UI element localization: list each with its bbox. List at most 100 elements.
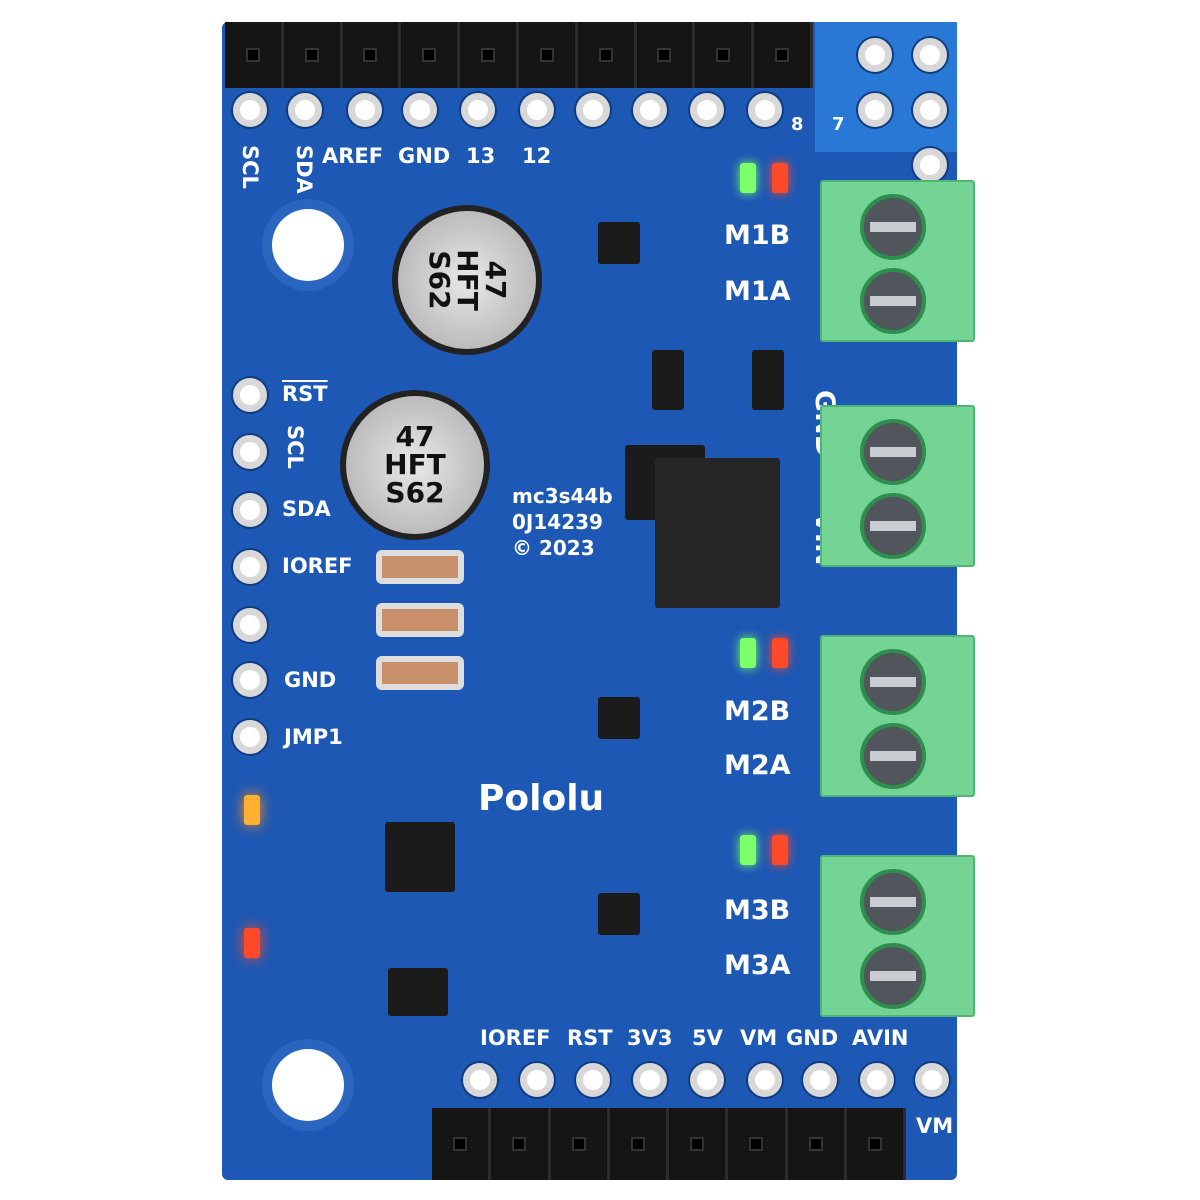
- capacitor-text: S62: [423, 250, 456, 310]
- pin-hole: [403, 93, 437, 127]
- pin-hole: [233, 608, 267, 642]
- pin-label: 13: [466, 144, 496, 168]
- terminal-block-m1: [820, 180, 975, 342]
- pin-label: 3V3: [627, 1026, 673, 1050]
- mosfet: [652, 350, 684, 410]
- pin-hole: [858, 38, 892, 72]
- chip-marking: mc3s44b 0J14239 © 2023: [512, 483, 613, 561]
- pin-hole: [520, 93, 554, 127]
- regulator: [388, 968, 448, 1016]
- pin-label: SDA: [292, 145, 316, 194]
- motor-label: M3A: [724, 950, 791, 981]
- pin-hole: [860, 1063, 894, 1097]
- capacitor-text: S62: [385, 476, 445, 509]
- pin-hole: [633, 1063, 667, 1097]
- pin-hole: [913, 93, 947, 127]
- pin-hole: [233, 550, 267, 584]
- pin-label: JMP1: [284, 725, 343, 749]
- capacitor-text: HFT: [451, 249, 484, 311]
- mounting-hole: [272, 1049, 344, 1121]
- pin-label: 12: [522, 144, 552, 168]
- pin-hole: [858, 93, 892, 127]
- orange-led: [244, 795, 260, 825]
- pin-hole: [913, 38, 947, 72]
- screw-icon[interactable]: [860, 268, 926, 334]
- pin-hole: [690, 93, 724, 127]
- pin-hole: [233, 435, 267, 469]
- motor-label: M2A: [724, 750, 791, 781]
- pin-label: AVIN: [852, 1026, 909, 1050]
- serial-number: 0J14239: [512, 510, 603, 534]
- pin-hole: [748, 93, 782, 127]
- motor-label: M2B: [724, 696, 791, 727]
- mosfet: [752, 350, 784, 410]
- inductor: [376, 550, 464, 584]
- pin-label: IOREF: [282, 554, 353, 578]
- capacitor-text: 47: [395, 420, 435, 453]
- pololu-logo: Pololu: [478, 778, 605, 819]
- capacitor: 47 HFT S62: [392, 205, 542, 355]
- red-led: [244, 928, 260, 958]
- pin-hole: [915, 1063, 949, 1097]
- pin-hole: [288, 93, 322, 127]
- pin-hole: [633, 93, 667, 127]
- pin-label: 7: [832, 114, 845, 135]
- inductor: [376, 656, 464, 690]
- red-led: [772, 835, 788, 865]
- motor-label: M3B: [724, 895, 791, 926]
- pin-label: RST: [282, 382, 328, 406]
- pin-hole: [348, 93, 382, 127]
- driver-chip: [598, 893, 640, 935]
- pin-hole: [576, 93, 610, 127]
- copyright: © 2023: [512, 536, 595, 560]
- capacitor-text: HFT: [384, 448, 446, 481]
- driver-chip: [598, 222, 640, 264]
- terminal-block-power: [820, 405, 975, 567]
- controller-chip: [385, 822, 455, 892]
- bottom-header: [432, 1108, 906, 1180]
- inductor: [376, 603, 464, 637]
- screw-icon[interactable]: [860, 649, 926, 715]
- pin-hole: [233, 720, 267, 754]
- pin-hole: [803, 1063, 837, 1097]
- pin-hole: [233, 493, 267, 527]
- pin-label: IOREF: [480, 1026, 551, 1050]
- screw-icon[interactable]: [860, 194, 926, 260]
- pin-hole: [913, 148, 947, 182]
- screw-icon[interactable]: [860, 419, 926, 485]
- pin-label: VM: [740, 1026, 778, 1050]
- red-led: [772, 638, 788, 668]
- screw-icon[interactable]: [860, 943, 926, 1009]
- driver-chip: [598, 697, 640, 739]
- pin-label: 5V: [692, 1026, 723, 1050]
- pin-hole: [461, 93, 495, 127]
- screw-icon[interactable]: [860, 869, 926, 935]
- mosfet: [655, 458, 780, 608]
- green-led: [740, 835, 756, 865]
- motor-label: M1B: [724, 220, 791, 251]
- screw-icon[interactable]: [860, 723, 926, 789]
- pin-hole: [748, 1063, 782, 1097]
- mounting-hole: [272, 209, 344, 281]
- pin-hole: [233, 378, 267, 412]
- pin-hole: [463, 1063, 497, 1097]
- terminal-block-m3: [820, 855, 975, 1017]
- pin-label: GND: [284, 668, 337, 692]
- capacitor: 47 HFT S62: [340, 390, 490, 540]
- terminal-block-m2: [820, 635, 975, 797]
- capacitor-text: 47: [479, 260, 512, 300]
- pin-label: GND: [786, 1026, 839, 1050]
- top-header: [225, 22, 813, 88]
- screw-icon[interactable]: [860, 493, 926, 559]
- pin-hole: [233, 663, 267, 697]
- green-led: [740, 638, 756, 668]
- part-number: mc3s44b: [512, 484, 613, 508]
- pin-label: RST: [567, 1026, 613, 1050]
- pin-label: SDA: [282, 497, 331, 521]
- motor-label: M1A: [724, 276, 791, 307]
- red-led: [772, 163, 788, 193]
- pin-label: SCL: [238, 145, 262, 189]
- pin-hole: [690, 1063, 724, 1097]
- pin-label: GND: [398, 144, 451, 168]
- pin-label: SCL: [283, 425, 307, 469]
